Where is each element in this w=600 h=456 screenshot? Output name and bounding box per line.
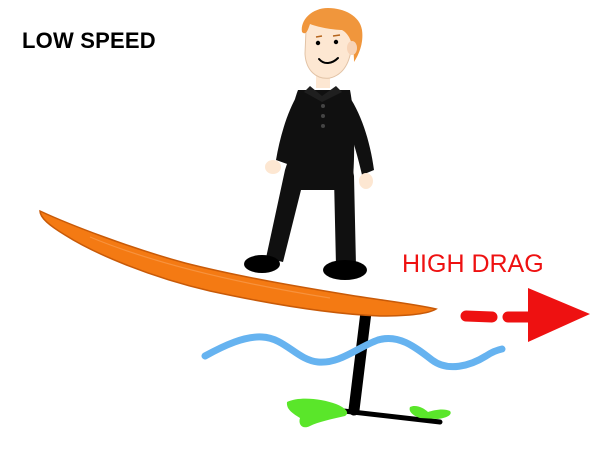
rider-right-hand: [359, 173, 373, 189]
rider-left-arm: [276, 94, 308, 165]
drag-arrow-icon: [460, 288, 590, 342]
water-wave: [201, 333, 506, 371]
foil-front-wing: [286, 398, 348, 428]
rider-torso: [287, 90, 355, 190]
rider-figure: [244, 8, 374, 280]
rider-left-shoe: [244, 255, 280, 273]
foil-mast: [348, 306, 372, 416]
rider-left-hand: [265, 160, 281, 174]
hydrofoil: [286, 306, 451, 428]
surfboard: [39, 209, 438, 317]
speed-label: LOW SPEED: [22, 28, 156, 53]
foil-rear-wing: [409, 405, 451, 419]
rider-right-arm: [338, 92, 374, 175]
rider-hair: [301, 8, 363, 62]
rider-right-shoe: [323, 260, 367, 280]
drag-label: HIGH DRAG: [402, 250, 544, 278]
